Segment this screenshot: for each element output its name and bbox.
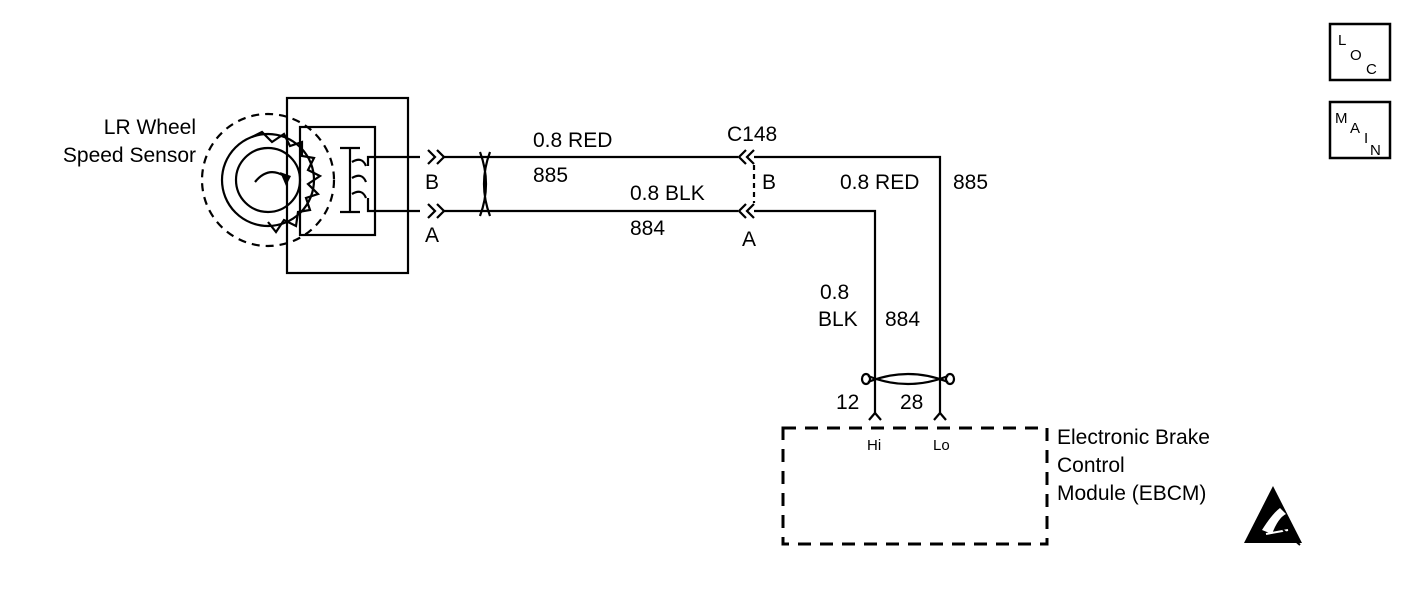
ebcm-name-line3: Module (EBCM) bbox=[1057, 482, 1206, 505]
sensor-connector-pin-b: B bbox=[425, 171, 439, 194]
sensor-name-line2: Speed Sensor bbox=[63, 144, 196, 167]
ebcm-name-line2: Control bbox=[1057, 454, 1125, 477]
main-letter-a: A bbox=[1350, 120, 1360, 137]
main-letter-n: N bbox=[1370, 142, 1381, 159]
ebcm-pin-12: 12 bbox=[836, 391, 859, 414]
esd-warning-icon bbox=[1244, 486, 1302, 546]
twist-end-right bbox=[944, 372, 956, 386]
coil-leads bbox=[366, 155, 420, 213]
loc-button-frame bbox=[1328, 22, 1392, 82]
sensor-connector-b-terminal bbox=[427, 149, 446, 165]
ebcm-name-line1: Electronic Brake bbox=[1057, 426, 1210, 449]
ebcm-pin-lo: Lo bbox=[933, 437, 950, 454]
sensor-dashed-circle bbox=[200, 112, 336, 248]
wire-884-right-circuit: 884 bbox=[885, 308, 920, 331]
wire-884-right-gauge: 0.8 bbox=[820, 281, 849, 304]
wire-885-right-circuit: 885 bbox=[953, 171, 988, 194]
c148-b-terminal bbox=[737, 149, 755, 165]
twisted-pair-right bbox=[867, 372, 949, 386]
sensor-name-line1: LR Wheel bbox=[104, 116, 196, 139]
wire-885-right-gauge-color: 0.8 RED bbox=[840, 171, 919, 194]
ebcm-hi-terminal bbox=[868, 411, 882, 421]
coil-brackets bbox=[340, 146, 360, 214]
wire-884-left-gauge-color: 0.8 BLK bbox=[630, 182, 705, 205]
tone-ring-teeth bbox=[251, 130, 323, 234]
wire-885-left-gauge-color: 0.8 RED bbox=[533, 129, 612, 152]
sensor-connector-a-terminal bbox=[427, 203, 446, 219]
wire-884-right-color: BLK bbox=[818, 308, 858, 331]
wire-884-right bbox=[754, 209, 877, 413]
c148-label: C148 bbox=[727, 123, 777, 146]
ebcm-pin-28: 28 bbox=[900, 391, 923, 414]
tone-ring-inner bbox=[234, 146, 302, 214]
rotation-arrowhead bbox=[280, 172, 291, 186]
loc-button[interactable]: L O C bbox=[1330, 24, 1390, 80]
wire-884-left-circuit: 884 bbox=[630, 217, 665, 240]
wire-885-right bbox=[754, 155, 942, 413]
main-letter-i: I bbox=[1364, 130, 1368, 147]
c148-pin-b: B bbox=[762, 171, 776, 194]
rotation-arrow bbox=[254, 171, 285, 183]
c148-pin-a: A bbox=[742, 228, 756, 251]
ebcm-pin-hi: Hi bbox=[867, 437, 881, 454]
sensor-connector-pin-a: A bbox=[425, 224, 439, 247]
main-button-frame bbox=[1328, 100, 1392, 160]
twisted-pair-left bbox=[478, 151, 492, 217]
loc-letter-l: L bbox=[1338, 32, 1346, 49]
main-letter-m: M bbox=[1335, 110, 1348, 127]
ebcm-lo-terminal bbox=[933, 411, 947, 421]
coil-windings bbox=[351, 158, 368, 199]
ebcm-module-box bbox=[781, 426, 1049, 546]
twist-end-left bbox=[860, 372, 872, 386]
wire-885-left-circuit: 885 bbox=[533, 164, 568, 187]
c148-a-terminal bbox=[737, 203, 755, 219]
loc-letter-o: O bbox=[1350, 47, 1362, 64]
loc-letter-c: C bbox=[1366, 61, 1377, 78]
sensor-housing bbox=[285, 96, 410, 275]
main-button[interactable]: M A I N bbox=[1330, 102, 1390, 159]
